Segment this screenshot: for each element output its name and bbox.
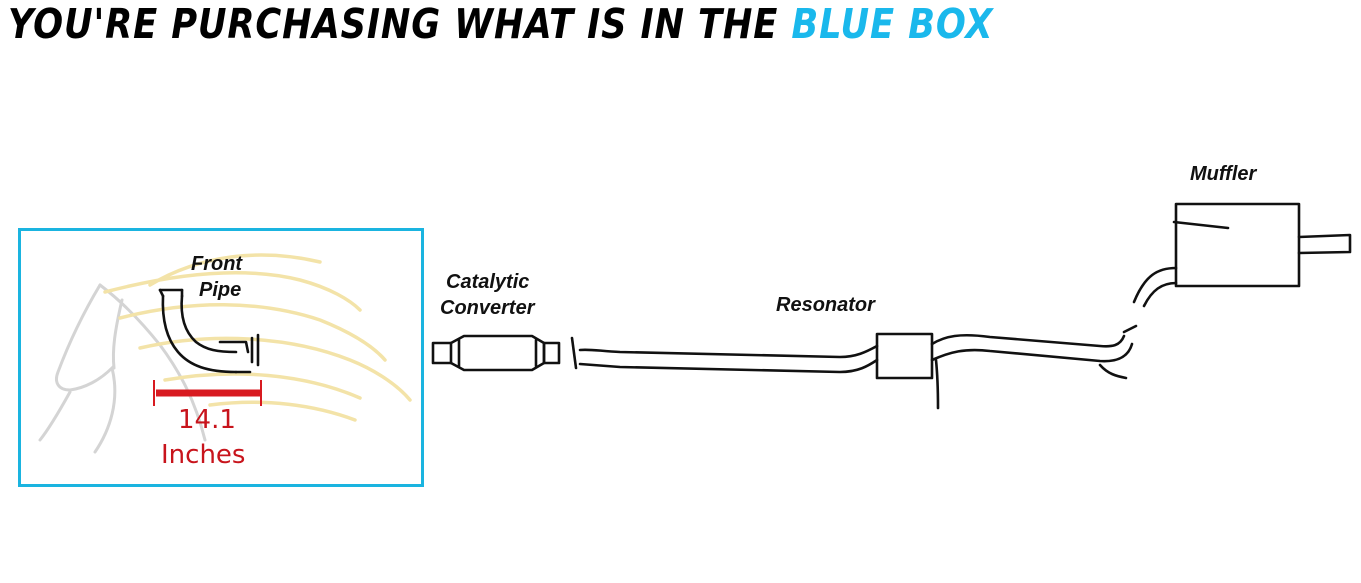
resonator-label: Resonator — [776, 294, 876, 316]
catalytic-label-line1: Catalytic — [446, 271, 529, 293]
catalytic-converter-drawing — [431, 334, 561, 372]
headline-prefix: YOU'RE PURCHASING WHAT IS IN THE — [8, 0, 779, 48]
catalytic-label-line2: Converter — [440, 297, 536, 319]
muffler-label: Muffler — [1190, 163, 1258, 185]
horse-logo-watermark — [38, 253, 412, 454]
muffler-drawing — [1132, 202, 1352, 308]
selection-box — [18, 228, 424, 487]
resonator-pipe-drawing — [570, 324, 1138, 410]
measurement-bar — [153, 380, 262, 406]
headline-accent: BLUE BOX — [791, 0, 994, 48]
measurement-value: 14.1 — [178, 405, 236, 435]
front-pipe-label-line2: Pipe — [199, 279, 241, 301]
measurement-unit: Inches — [161, 440, 245, 470]
front-pipe-drawing — [158, 288, 260, 374]
headline: YOU'RE PURCHASING WHAT IS IN THE BLUE BO… — [8, 2, 1169, 46]
front-pipe-label-line1: Front — [191, 253, 243, 275]
